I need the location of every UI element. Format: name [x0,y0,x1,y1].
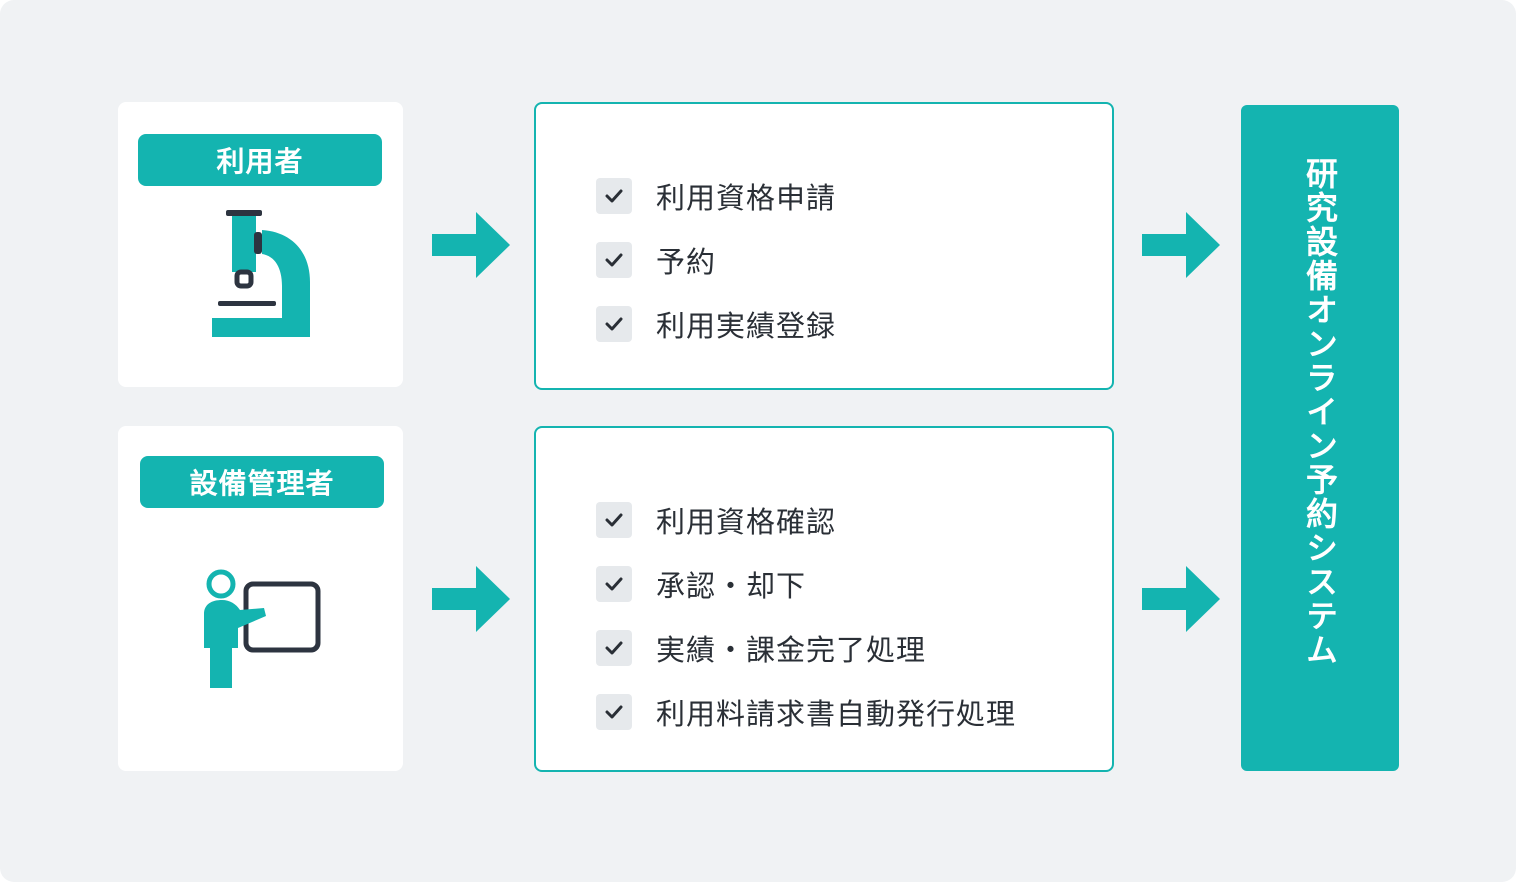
microscope-icon [212,210,310,337]
task-item: 利用資格確認 [596,488,1016,552]
arrow-right-icon [432,566,510,632]
task-label: 利用料請求書自動発行処理 [656,697,1017,731]
role-badge-user: 利用者 [138,134,382,186]
checkmark-icon [596,566,632,602]
role-badge-admin: 設備管理者 [140,456,384,508]
arrow-right-icon [1142,566,1220,632]
presenter-icon [204,569,321,688]
task-item: 予約 [596,228,836,292]
task-item: 利用実績登録 [596,292,836,356]
system-box: 研究設備オンライン予約システム [1241,105,1399,771]
checkmark-icon [596,178,632,214]
system-title: 研究設備オンライン予約システム [1301,157,1339,667]
user-task-list: 利用資格申請 予約 利用実績登録 [596,164,836,356]
task-label: 承認・却下 [656,569,807,603]
task-item: 実績・課金完了処理 [596,616,1016,680]
arrow-right-icon [1142,212,1220,278]
role-card-admin: 設備管理者 [118,426,403,771]
admin-task-list: 利用資格確認 承認・却下 実績・課金完了処理 利用料請求書自動発行処理 [596,488,1016,744]
arrow-right-icon [432,212,510,278]
task-label: 利用資格確認 [656,505,837,539]
checkmark-icon [596,306,632,342]
task-item: 利用資格申請 [596,164,836,228]
task-label: 実績・課金完了処理 [656,633,927,667]
task-item: 承認・却下 [596,552,1016,616]
checkmark-icon [596,502,632,538]
admin-task-box: 利用資格確認 承認・却下 実績・課金完了処理 利用料請求書自動発行処理 [534,426,1114,772]
checkmark-icon [596,630,632,666]
checkmark-icon [596,694,632,730]
task-label: 利用資格申請 [656,181,837,215]
task-label: 利用実績登録 [656,309,837,343]
task-label: 予約 [656,245,717,279]
user-task-box: 利用資格申請 予約 利用実績登録 [534,102,1114,390]
task-item: 利用料請求書自動発行処理 [596,680,1016,744]
role-card-user: 利用者 [118,102,403,387]
checkmark-icon [596,242,632,278]
